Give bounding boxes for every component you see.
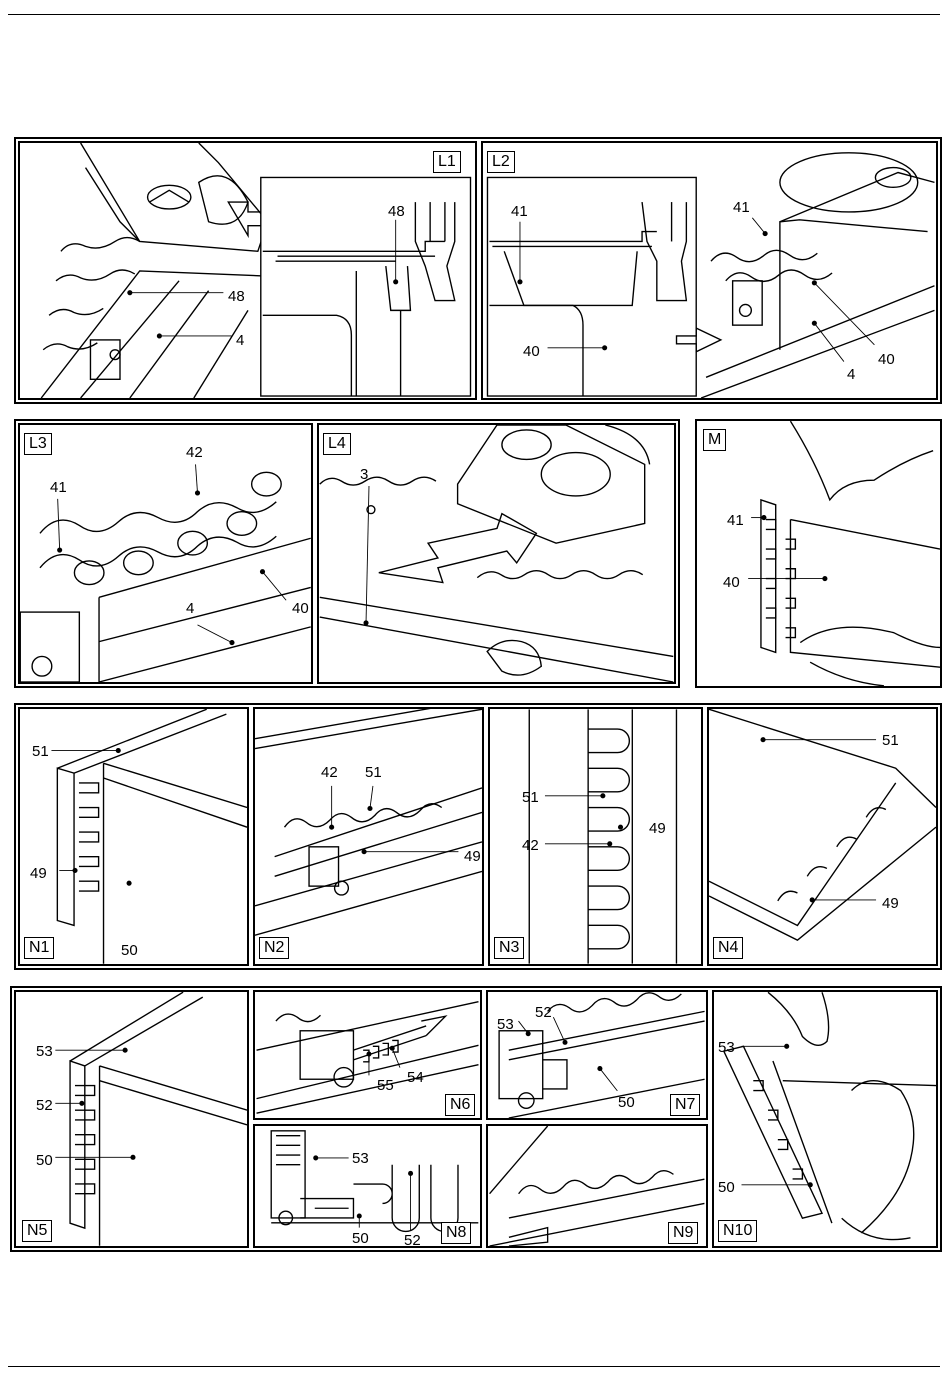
top-rule xyxy=(8,14,940,15)
callout-label: 42 xyxy=(522,838,539,854)
callout-label: 49 xyxy=(464,849,481,865)
panel-M: M 41 40 xyxy=(695,419,942,688)
panel-N8: N8 53 50 52 xyxy=(253,1124,482,1248)
panel-tag: N7 xyxy=(670,1094,700,1116)
callout-label: 41 xyxy=(50,480,67,496)
panel-L3: L3 42 41 40 4 xyxy=(18,423,313,684)
panel-tag: N10 xyxy=(718,1220,757,1242)
panel-tag: N5 xyxy=(22,1220,52,1242)
hand-assembling-joint-illustration-M xyxy=(697,421,940,686)
panel-tag: N6 xyxy=(445,1094,475,1116)
panel-tag: N2 xyxy=(259,937,289,959)
panel-tag: L2 xyxy=(487,151,515,173)
callout-label: 50 xyxy=(352,1231,369,1247)
callout-label: 55 xyxy=(377,1078,394,1094)
callout-label: 53 xyxy=(352,1151,369,1167)
panel-L4: L4 3 xyxy=(317,423,676,684)
callout-label: 50 xyxy=(121,943,138,959)
callout-label: 53 xyxy=(718,1040,735,1056)
panel-N2: N2 42 51 49 xyxy=(253,707,484,966)
joint-pieces-illustration-N1 xyxy=(20,709,247,964)
callout-label: 54 xyxy=(407,1070,424,1086)
callout-label: 48 xyxy=(388,204,405,220)
callout-label: 51 xyxy=(365,765,382,781)
panel-N6: N6 55 54 xyxy=(253,990,482,1120)
router-template-illustration-L2 xyxy=(483,143,936,398)
callout-label: 49 xyxy=(30,866,47,882)
callout-label: 50 xyxy=(36,1153,53,1169)
callout-label: 4 xyxy=(847,367,855,383)
callout-label: 40 xyxy=(292,601,309,617)
bottom-rule xyxy=(8,1366,940,1367)
panel-N10: N10 53 50 xyxy=(712,990,938,1248)
panel-N7: N7 53 52 50 xyxy=(486,990,708,1120)
panel-tag: L3 xyxy=(24,433,52,455)
callout-label: 4 xyxy=(236,333,244,349)
panel-N5: N5 53 52 50 xyxy=(14,990,249,1248)
panel-tag: N4 xyxy=(713,937,743,959)
callout-label: 52 xyxy=(404,1233,421,1248)
template-fingers-illustration-L3 xyxy=(20,425,311,682)
template-on-board-illustration-N2 xyxy=(255,709,482,964)
callout-label: 41 xyxy=(727,513,744,529)
panel-N4: N4 51 49 xyxy=(707,707,938,966)
hand-holding-joint-illustration-N10 xyxy=(714,992,936,1246)
callout-label: 42 xyxy=(186,445,203,461)
callout-label: 40 xyxy=(878,352,895,368)
callout-label: 52 xyxy=(36,1098,53,1114)
callout-label: 51 xyxy=(522,790,539,806)
callout-label: 53 xyxy=(36,1044,53,1060)
router-on-template-illustration-L4 xyxy=(319,425,674,682)
panel-tag: L4 xyxy=(323,433,351,455)
panel-tag: N1 xyxy=(24,937,54,959)
router-template-illustration-L1 xyxy=(20,143,475,398)
callout-label: 49 xyxy=(649,821,666,837)
callout-label: 51 xyxy=(882,733,899,749)
callout-label: 41 xyxy=(733,200,750,216)
panel-N1: N1 51 49 50 xyxy=(18,707,249,966)
panel-N9: N9 xyxy=(486,1124,708,1248)
callout-label: 41 xyxy=(511,204,528,220)
callout-label: 51 xyxy=(32,744,49,760)
callout-label: 53 xyxy=(497,1017,514,1033)
panel-tag: N8 xyxy=(441,1222,471,1244)
panel-L2: L2 41 40 41 40 4 xyxy=(481,141,938,400)
board-with-sockets-illustration-N4 xyxy=(709,709,936,964)
callout-label: 48 xyxy=(228,289,245,305)
panel-tag: N3 xyxy=(494,937,524,959)
joint-pieces-illustration-N5 xyxy=(16,992,247,1246)
callout-label: 40 xyxy=(723,575,740,591)
callout-label: 50 xyxy=(618,1095,635,1111)
callout-label: 4 xyxy=(186,601,194,617)
callout-label: 49 xyxy=(882,896,899,912)
callout-label: 40 xyxy=(523,344,540,360)
panel-tag: M xyxy=(703,429,726,451)
callout-label: 3 xyxy=(360,467,368,483)
panel-N3: N3 51 49 42 xyxy=(488,707,703,966)
callout-label: 52 xyxy=(535,1005,552,1021)
panel-L1: L1 48 48 4 xyxy=(18,141,477,400)
callout-label: 42 xyxy=(321,765,338,781)
panel-tag: L1 xyxy=(433,151,461,173)
callout-label: 50 xyxy=(718,1180,735,1196)
panel-tag: N9 xyxy=(668,1222,698,1244)
